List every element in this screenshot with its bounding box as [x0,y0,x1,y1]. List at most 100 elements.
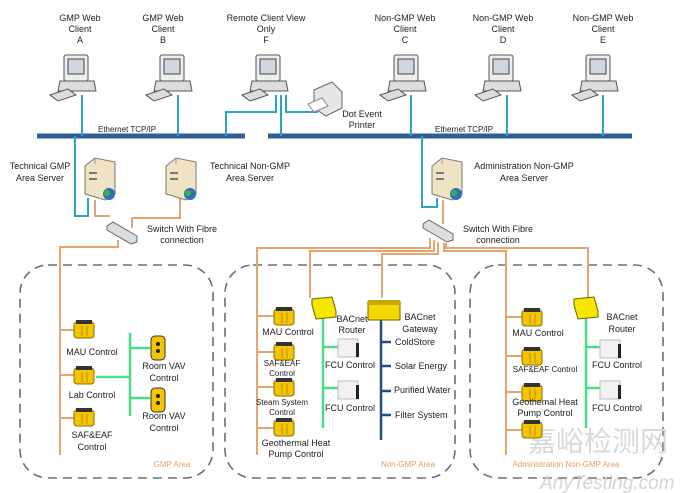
fcu-label: FCU Control [592,403,642,413]
fcu-label: FCU Control [325,360,375,370]
bacnet-gateway-icon [367,299,401,321]
gmp-area-zone [19,264,214,479]
controller-label: Steam System [256,398,308,407]
controller-icon [73,365,95,385]
area-label: Administration Non-GMP Area [512,460,620,469]
server-label: Area Server [16,173,64,183]
controller-icon [273,377,295,397]
client-label: Only [257,24,276,34]
client-label: F [263,35,269,45]
controller-label: MAU Control [262,327,314,337]
gateway-system-label: Solar Energy [395,361,448,371]
client-label: Non-GMP Web [375,13,436,23]
controller-label: SAF&EAF [264,359,301,368]
controller-icon [521,419,543,439]
client-c[interactable]: Non-GMP Web Client C [375,13,436,102]
nongmp-area-zone [224,264,456,479]
printer-icon [313,81,343,117]
gmp-area: MAU Control Lab Control SAF&EAF Control … [60,319,191,469]
vav-label: Room VAV [142,361,185,371]
client-b[interactable]: GMP Web Client B [142,13,193,102]
fcu-icon [337,338,360,358]
vav-icon [150,335,166,361]
nongmp-area: MAU Control SAF&EAF Control Steam System… [256,296,451,469]
gateway-label: BACnet [404,312,436,322]
computer-icon [571,54,619,102]
controller-icon [273,417,295,437]
controller-label: MAU Control [512,328,564,338]
controller-label: SAF&EAF Control [513,365,578,374]
controller-label: Pump Control [268,449,323,459]
dot-event-printer[interactable]: Dot Event Printer [307,81,382,130]
client-e[interactable]: Non-GMP Web Client E [571,13,634,102]
controller-label: SAF&EAF [71,430,113,440]
controller-icon [273,341,295,361]
client-label: Client [151,24,175,34]
controller-icon [273,306,295,326]
client-label: Non-GMP Web [473,13,534,23]
area-label: GMP Area [154,460,191,469]
computer-icon [379,54,427,102]
router-label: BACnet [336,314,368,324]
lan-links [74,95,604,217]
client-f[interactable]: Remote Client View Only F [227,13,306,102]
computer-icon [474,54,522,102]
server-label: Administration Non-GMP [474,161,574,171]
fcu-label: FCU Control [592,360,642,370]
technical-nongmp-server[interactable]: Technical Non-GMP Area Server [165,157,290,201]
controller-label: Pump Control [517,408,572,418]
client-label: B [160,35,166,45]
controller-icon [521,307,543,327]
vav-label: Room VAV [142,411,185,421]
controller-label: Control [77,442,106,452]
controller-label: Control [269,408,295,417]
computer-icon [49,54,97,102]
controller-label: Control [269,369,295,378]
computer-icon [145,54,193,102]
client-a[interactable]: GMP Web Client A [49,13,101,102]
server-label: Area Server [500,173,548,183]
vav-label: Control [149,423,178,433]
router-label: Router [608,324,635,334]
fcu-icon [599,380,622,400]
client-label: D [500,35,507,45]
gateway-system-label: Filter System [395,410,448,420]
client-label: Non-GMP Web [573,13,634,23]
admin-nongmp-server[interactable]: Administration Non-GMP Area Server [431,157,574,201]
gateway-system-label: ColdStore [395,337,435,347]
technical-gmp-server[interactable]: Technical GMP Area Server [10,157,116,201]
gateway-label: Gateway [402,324,438,334]
watermark: AnyTesting.com [539,473,674,493]
client-d[interactable]: Non-GMP Web Client D [473,13,534,102]
client-label: GMP Web [142,13,183,23]
client-label: Client [591,24,615,34]
router-label: Router [338,325,365,335]
admin-area-zone [469,264,664,479]
router-label: BACnet [606,312,638,322]
server-icon [431,157,463,201]
server-icon [84,157,116,201]
client-label: E [600,35,606,45]
ethernet-label-right: Ethernet TCP/IP [435,125,493,134]
admin-area: MAU Control SAF&EAF Control Geothemal He… [506,296,642,469]
server-label: Technical Non-GMP [210,161,290,171]
vav-label: Control [149,373,178,383]
switch-label: connection [160,235,204,245]
controller-icon [73,319,95,339]
controller-label: Geothermal Heat [262,438,331,448]
client-label: Client [393,24,417,34]
gateway-system-label: Purified Water [394,385,451,395]
controller-label: Geothemal Heat [512,397,578,407]
switch-label: Switch With Fibre [463,224,533,234]
switch-right[interactable]: Switch With Fibre connection [422,219,533,245]
client-label: GMP Web [59,13,100,23]
switch-left[interactable]: Switch With Fibre connection [106,221,217,245]
server-icon [165,157,197,201]
fcu-icon [599,339,622,359]
printer-label: Dot Event [342,109,382,119]
server-label: Technical GMP [10,161,71,171]
bacnet-router-icon [573,296,599,320]
switch-label: Switch With Fibre [147,224,217,234]
server-label: Area Server [226,173,274,183]
